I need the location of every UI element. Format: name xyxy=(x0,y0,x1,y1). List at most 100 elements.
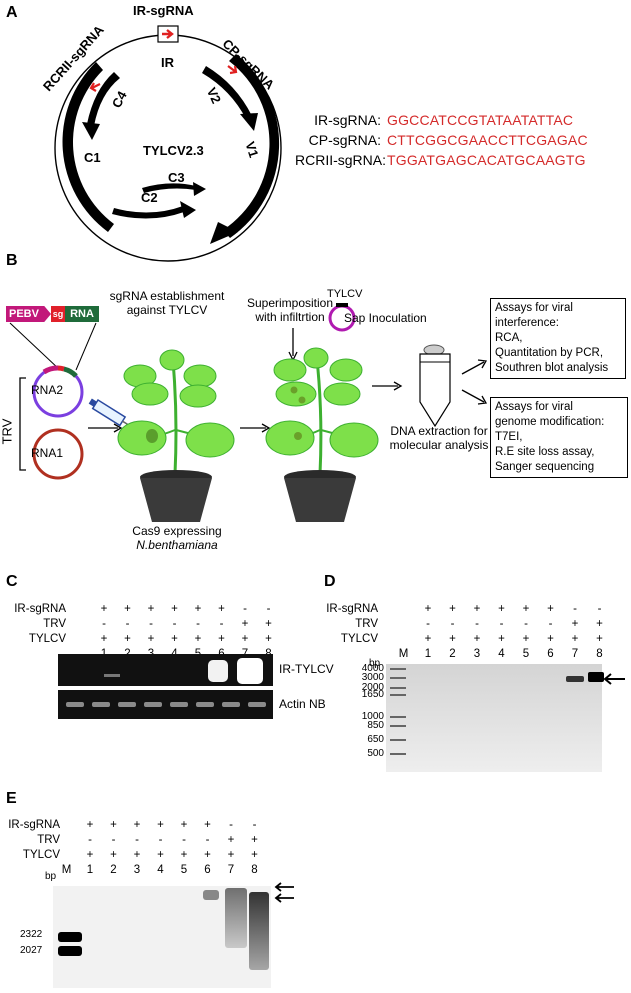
lane-number: 5 xyxy=(522,648,530,660)
gel-band xyxy=(588,672,604,682)
arrow-left-icon xyxy=(274,882,294,903)
ladder-band xyxy=(390,753,406,755)
ladder-2322: 2322 xyxy=(20,929,43,940)
gel-band xyxy=(208,660,228,682)
lane-number: 3 xyxy=(473,648,481,660)
gel-label-ir-tylcv: IR-TYLCV xyxy=(279,662,334,676)
condition-mark: + xyxy=(424,603,432,615)
sg-segment: sg xyxy=(51,306,65,322)
condition-mark: + xyxy=(498,603,505,615)
ladder-size-label: 500 xyxy=(367,748,384,759)
condition-row-label: IR-sgRNA xyxy=(14,603,66,615)
lane-number: 3 xyxy=(133,864,141,876)
gel-band xyxy=(144,702,162,707)
condition-mark: + xyxy=(100,633,108,645)
gene-arrow-c4 xyxy=(87,72,120,126)
panel-b-label: B xyxy=(6,252,18,269)
plasmid-name: TYLCV2.3 xyxy=(143,143,204,158)
condition-mark: + xyxy=(171,633,178,645)
gene-label-c2: C2 xyxy=(141,190,158,205)
condition-mark: - xyxy=(196,618,200,630)
condition-row-label: TYLCV xyxy=(28,633,66,645)
lane-number: 2 xyxy=(449,648,456,660)
eppendorf-tube-icon xyxy=(419,344,451,428)
marker-lane-label: M xyxy=(398,648,409,660)
condition-mark: - xyxy=(111,834,116,846)
condition-mark: + xyxy=(194,603,202,615)
condition-mark: + xyxy=(204,849,211,861)
assay-box-modification: Assays for viral genome modification: T7… xyxy=(490,397,628,478)
condition-mark: - xyxy=(182,834,186,846)
lane-number: 2 xyxy=(110,864,117,876)
condition-mark: + xyxy=(147,633,155,645)
condition-mark: - xyxy=(135,834,139,846)
condition-mark: + xyxy=(473,633,481,645)
condition-mark: - xyxy=(125,618,130,630)
condition-mark: + xyxy=(124,603,131,615)
condition-mark: - xyxy=(205,834,210,846)
gel-e xyxy=(53,886,271,988)
condition-mark: + xyxy=(227,834,235,846)
ladder-band xyxy=(390,687,406,689)
plant-caption-species: N.benthamiana xyxy=(136,538,218,552)
ir-region-label: IR xyxy=(161,55,174,70)
ir-sgrna-label: IR-sgRNA xyxy=(133,3,194,18)
ladder-size-label: 4000 xyxy=(361,663,384,674)
gene-arrow-v1-head xyxy=(210,222,238,244)
panel-e-label: E xyxy=(6,790,17,807)
workflow-illustration xyxy=(9,303,488,522)
ladder-size-label: 1650 xyxy=(361,689,384,700)
condition-mark: - xyxy=(252,819,257,831)
condition-mark: + xyxy=(424,633,432,645)
ladder-2027: 2027 xyxy=(20,945,43,956)
gel-smear xyxy=(225,888,247,948)
condition-mark: + xyxy=(251,849,258,861)
gel-band xyxy=(58,946,82,956)
lane-number: 4 xyxy=(498,648,505,660)
gel-actin xyxy=(58,690,273,719)
condition-mark: + xyxy=(100,603,108,615)
condition-mark: - xyxy=(243,603,247,615)
condition-mark: - xyxy=(499,618,504,630)
condition-mark: + xyxy=(571,633,579,645)
condition-mark: + xyxy=(547,603,554,615)
gel-band xyxy=(237,658,263,684)
gene-label-c1: C1 xyxy=(84,150,101,165)
cp-target-arrow xyxy=(227,65,238,75)
plant-1 xyxy=(117,349,235,522)
sequence-row: CP-sgRNA:CTTCGGCGAACCTTCGAGAC xyxy=(295,132,588,148)
gene-arrow-c4-head xyxy=(82,122,100,140)
sequence-text: GGCCATCCGTATAATATTAC xyxy=(387,112,574,128)
sequence-name: CP-sgRNA: xyxy=(308,132,381,148)
ladder-band xyxy=(390,739,406,741)
lane-number: 6 xyxy=(547,648,554,660)
rna1-label: RNA1 xyxy=(31,446,64,460)
condition-mark: + xyxy=(571,618,579,630)
condition-row-label: TYLCV xyxy=(22,849,60,861)
condition-mark: + xyxy=(473,603,481,615)
gel-band xyxy=(66,702,84,707)
gel-label-actin: Actin NB xyxy=(279,697,326,711)
rna2-label: RNA2 xyxy=(31,383,64,397)
condition-mark: + xyxy=(547,633,554,645)
condition-mark: - xyxy=(172,618,177,630)
gel-band xyxy=(248,702,266,707)
gene-arrow-v2 xyxy=(202,66,252,119)
step-sap-inoculation: Sap Inoculation xyxy=(344,311,427,325)
marker-lane-label: M xyxy=(61,864,72,876)
condition-mark: - xyxy=(149,618,153,630)
gel-ir-tylcv xyxy=(58,654,273,686)
condition-mark: + xyxy=(522,603,530,615)
condition-mark: + xyxy=(147,603,155,615)
gene-label-c3: C3 xyxy=(168,170,185,185)
gel-band xyxy=(92,702,110,707)
condition-mark: - xyxy=(88,834,92,846)
condition-mark: - xyxy=(158,834,163,846)
panel-a-label: A xyxy=(6,4,18,21)
condition-mark: + xyxy=(110,849,117,861)
condition-mark: + xyxy=(241,633,249,645)
lane-number: 7 xyxy=(571,648,579,660)
condition-row-label: IR-sgRNA xyxy=(326,603,378,615)
condition-mark: + xyxy=(86,849,94,861)
condition-mark: + xyxy=(171,603,178,615)
